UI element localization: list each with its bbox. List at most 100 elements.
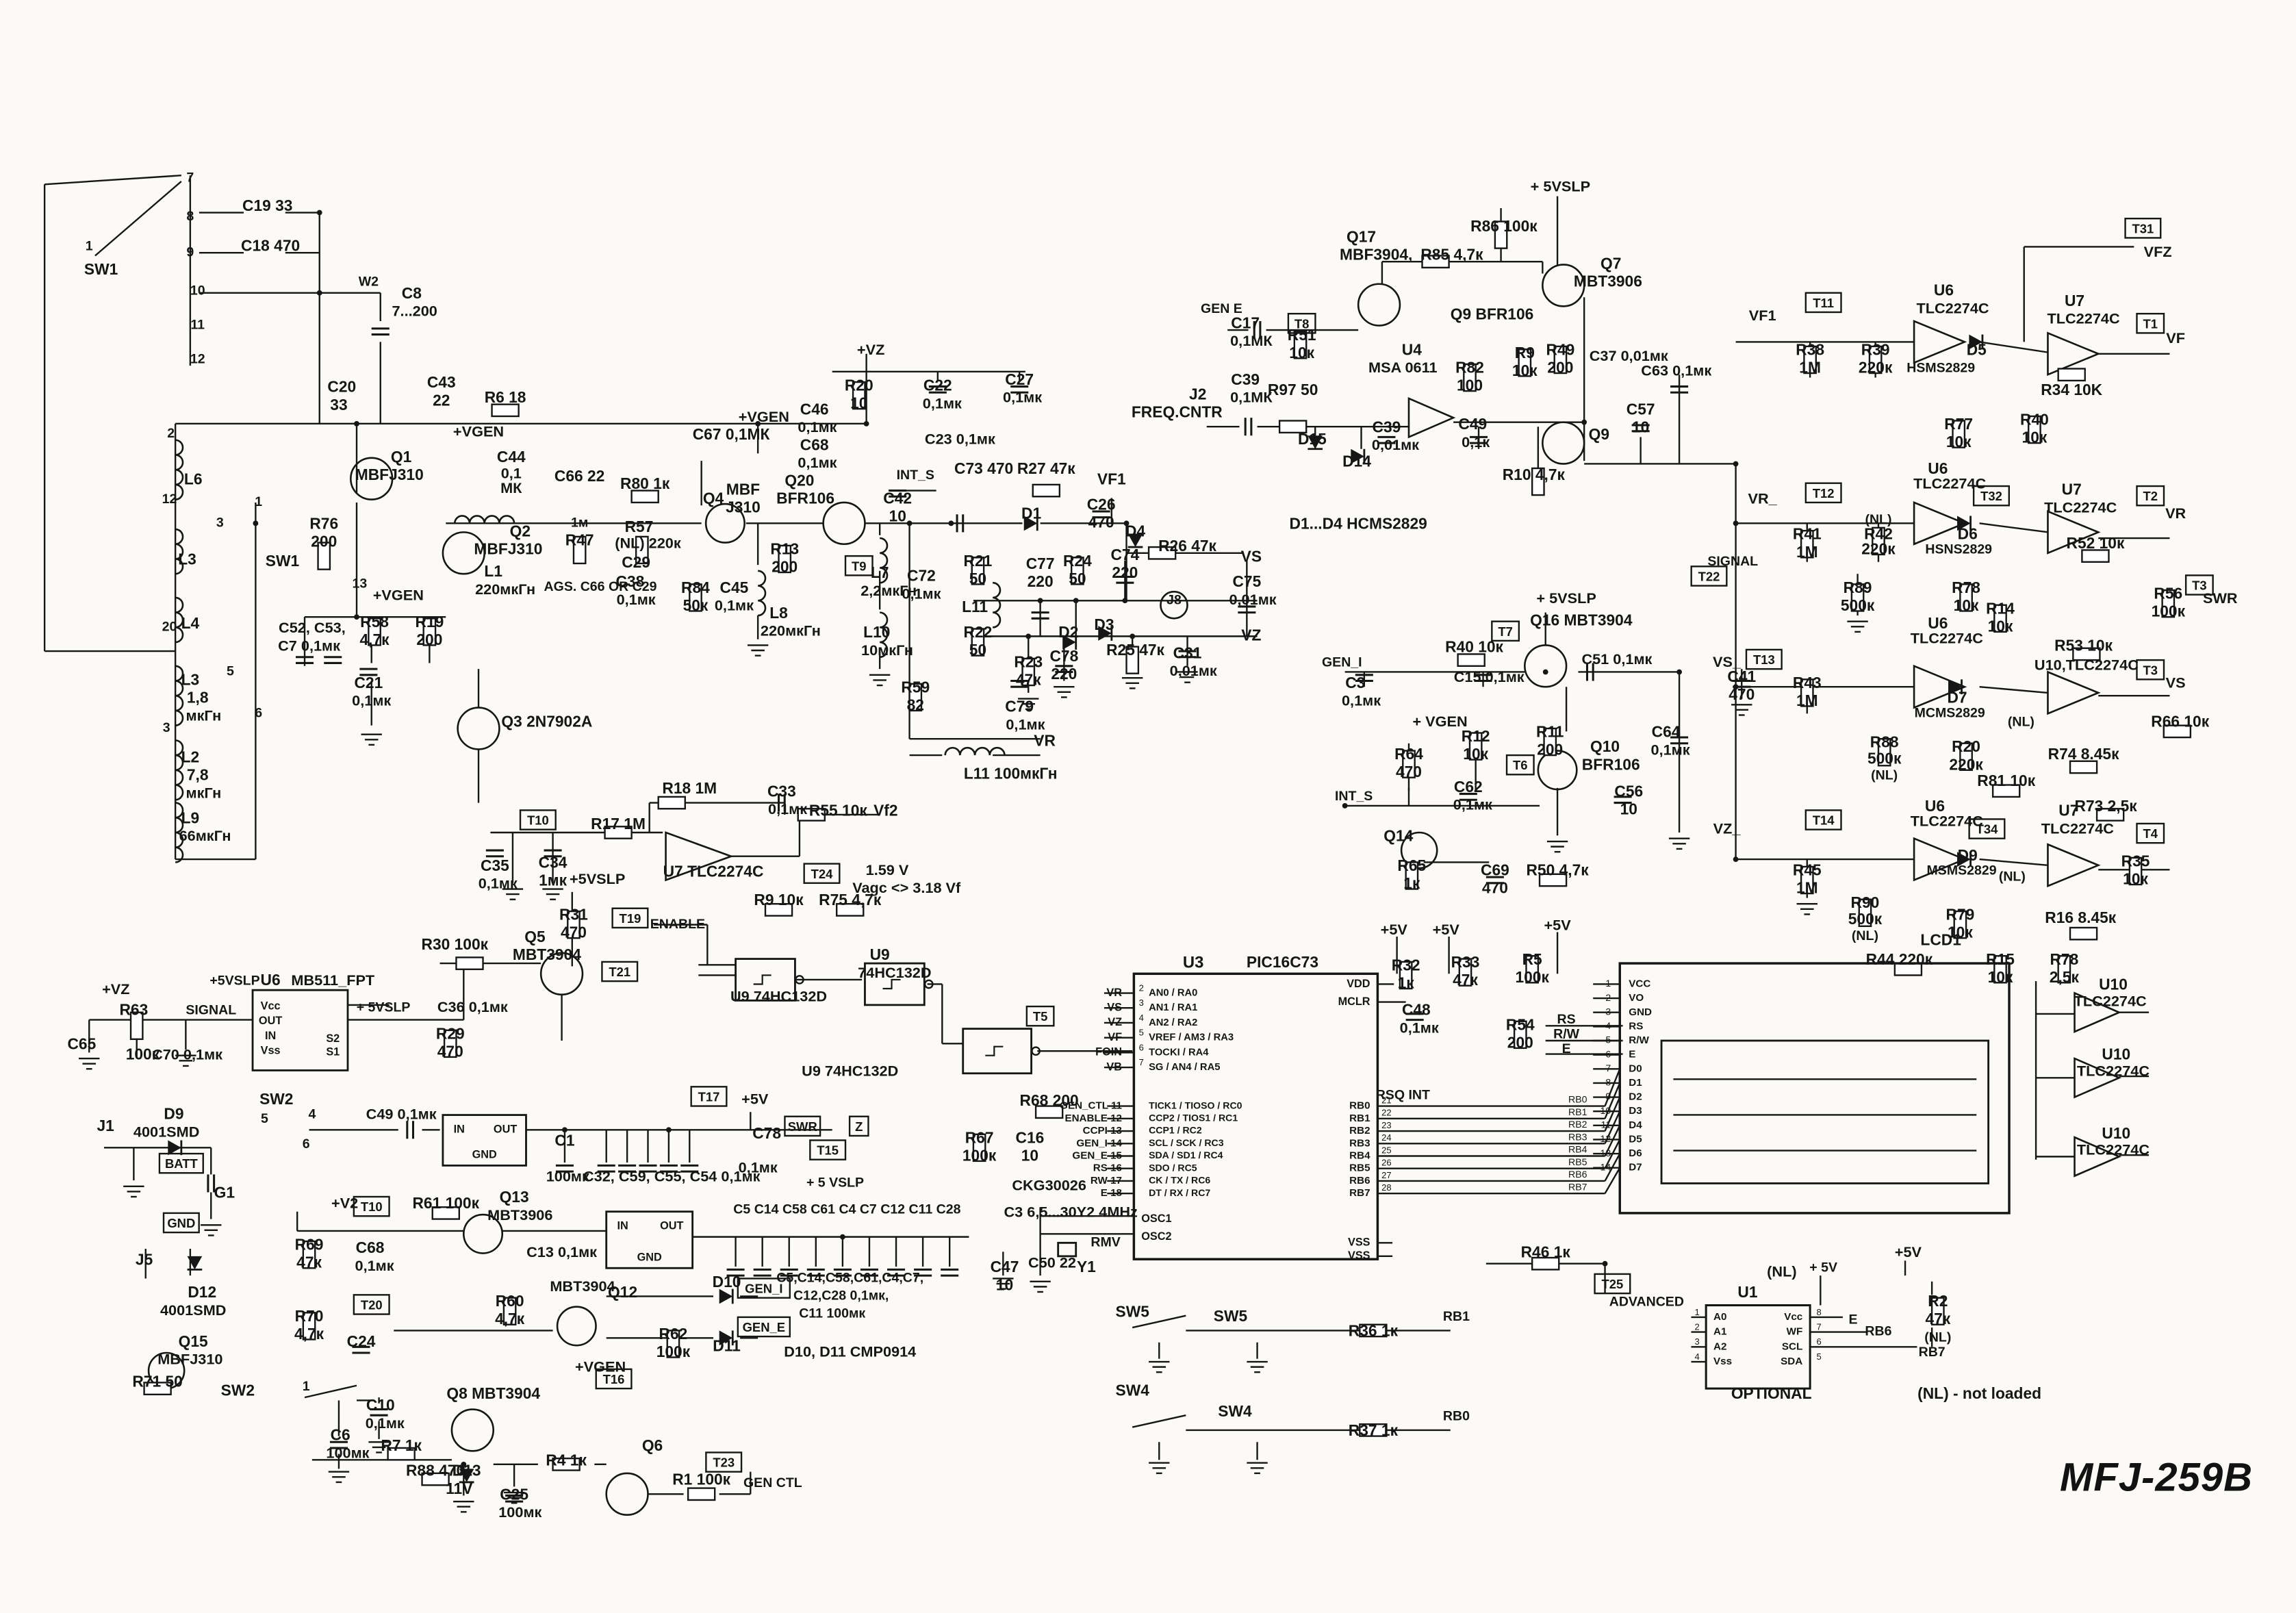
label: T23 <box>713 1456 735 1470</box>
resistor-symbol <box>2028 415 2041 444</box>
label: VS_ <box>1713 653 1742 670</box>
tpoint-box <box>1505 754 1535 776</box>
label: D10 <box>713 1273 741 1291</box>
resistor-symbol <box>1800 678 1814 707</box>
label: C70 0,1мк <box>152 1045 222 1063</box>
label: R76 <box>309 515 338 533</box>
label: C10 <box>366 1396 395 1414</box>
transistor-circle <box>539 952 584 995</box>
resistor-symbol <box>1531 467 1545 496</box>
junction-dot <box>863 420 869 427</box>
resistor-symbol <box>143 1382 172 1395</box>
label: VR_ <box>1748 490 1778 507</box>
label: C35 <box>481 856 509 874</box>
label: 2,2мкГн <box>860 582 917 599</box>
resistor-symbol <box>1538 873 1568 887</box>
diode-symbol <box>1062 635 1077 650</box>
label: RB5 <box>1568 1156 1587 1167</box>
label: 100к <box>656 1343 691 1360</box>
label: 4 <box>1605 1020 1611 1031</box>
label: C29 <box>622 553 650 571</box>
label: Q12 <box>608 1283 637 1301</box>
label: +VGEN <box>739 408 789 425</box>
resistor-symbol <box>764 903 793 917</box>
gate-box <box>962 1028 1032 1075</box>
label: 220 <box>1112 563 1138 581</box>
label: T15 <box>817 1143 839 1158</box>
label: R1 100к <box>672 1471 730 1488</box>
tpoint-box <box>1287 312 1316 334</box>
tpoint-box <box>1804 809 1842 830</box>
label: 3 <box>1695 1336 1700 1347</box>
resistor-symbol <box>908 683 923 712</box>
label: GND <box>1629 1006 1652 1018</box>
tpoint-box <box>2136 659 2165 681</box>
label: U6 <box>1928 614 1948 632</box>
label: Q1 <box>391 448 412 466</box>
label: Vcc <box>1784 1311 1802 1323</box>
label: A0 <box>1713 1311 1726 1323</box>
label: C63 0,1мк <box>1641 362 1711 379</box>
label: R81 10к <box>1977 772 2035 789</box>
label: 220к <box>1949 755 1983 773</box>
junction-dot <box>1733 520 1739 526</box>
label: R2 <box>1928 1292 1948 1310</box>
label: R60 <box>496 1292 524 1310</box>
label: 100 <box>1457 377 1483 394</box>
label: 200 <box>771 557 798 575</box>
label: 47к <box>1925 1310 1950 1328</box>
label: R38 <box>1796 340 1824 358</box>
label: 66мкГн <box>179 827 231 844</box>
tpoint-box <box>705 1451 743 1473</box>
label: CK / TX / RC6 <box>1149 1175 1210 1186</box>
label: Q6 <box>642 1436 663 1454</box>
label: 5 <box>1817 1351 1822 1362</box>
label: R46 1к <box>1521 1243 1571 1261</box>
opamp-triangle <box>1913 500 1967 546</box>
label: TLC2274C <box>2044 498 2117 516</box>
resistor-symbol <box>1293 331 1308 359</box>
label: OSC1 <box>1141 1212 1171 1225</box>
junction-dot <box>1733 856 1739 862</box>
wire <box>44 175 181 186</box>
label: D1...D4 HCMS2829 <box>1290 515 1427 533</box>
label: GND <box>167 1216 195 1230</box>
opamp-triangle <box>1913 320 1967 364</box>
label: RB0 <box>1349 1100 1370 1112</box>
label: C3 <box>1345 674 1365 691</box>
resistor-symbol <box>1399 961 1413 990</box>
label: T17 <box>698 1089 720 1104</box>
label: Vss <box>261 1044 281 1056</box>
label: GEN_I 14 <box>1076 1137 1122 1149</box>
label: Q15 <box>179 1332 208 1350</box>
wire <box>1604 1167 1621 1194</box>
opamp-triangle <box>2047 843 2101 888</box>
coil-symbol <box>758 570 767 617</box>
label: C6 <box>331 1426 350 1444</box>
label: R41 <box>1793 525 1822 543</box>
label: L9 <box>181 809 200 826</box>
label: 2 <box>1605 992 1611 1003</box>
label: D9 <box>164 1105 183 1123</box>
label: R20 <box>845 377 873 394</box>
label: 6 <box>1817 1336 1822 1347</box>
label: C48 <box>1402 1001 1431 1019</box>
label: BATT <box>165 1156 199 1171</box>
label: мкГн <box>186 784 222 801</box>
diode-symbol <box>719 1330 734 1346</box>
label: 200 <box>1547 359 1573 377</box>
label: +5VSLP <box>570 870 625 887</box>
label: RS <box>1629 1020 1643 1032</box>
label: 4,7к <box>495 1310 525 1328</box>
label: T6 <box>1513 758 1528 772</box>
junction-dot <box>1542 669 1548 675</box>
label: GEN_I <box>745 1282 782 1296</box>
resistor-symbol <box>422 618 437 646</box>
resistor-symbol <box>971 628 985 657</box>
label: R62 <box>659 1325 688 1343</box>
label: 1к <box>1398 974 1415 991</box>
label: VZ <box>1241 626 1261 644</box>
tpoint-box <box>784 1115 821 1137</box>
label: SWR <box>2203 589 2238 607</box>
opamp-triangle <box>2074 1057 2121 1099</box>
